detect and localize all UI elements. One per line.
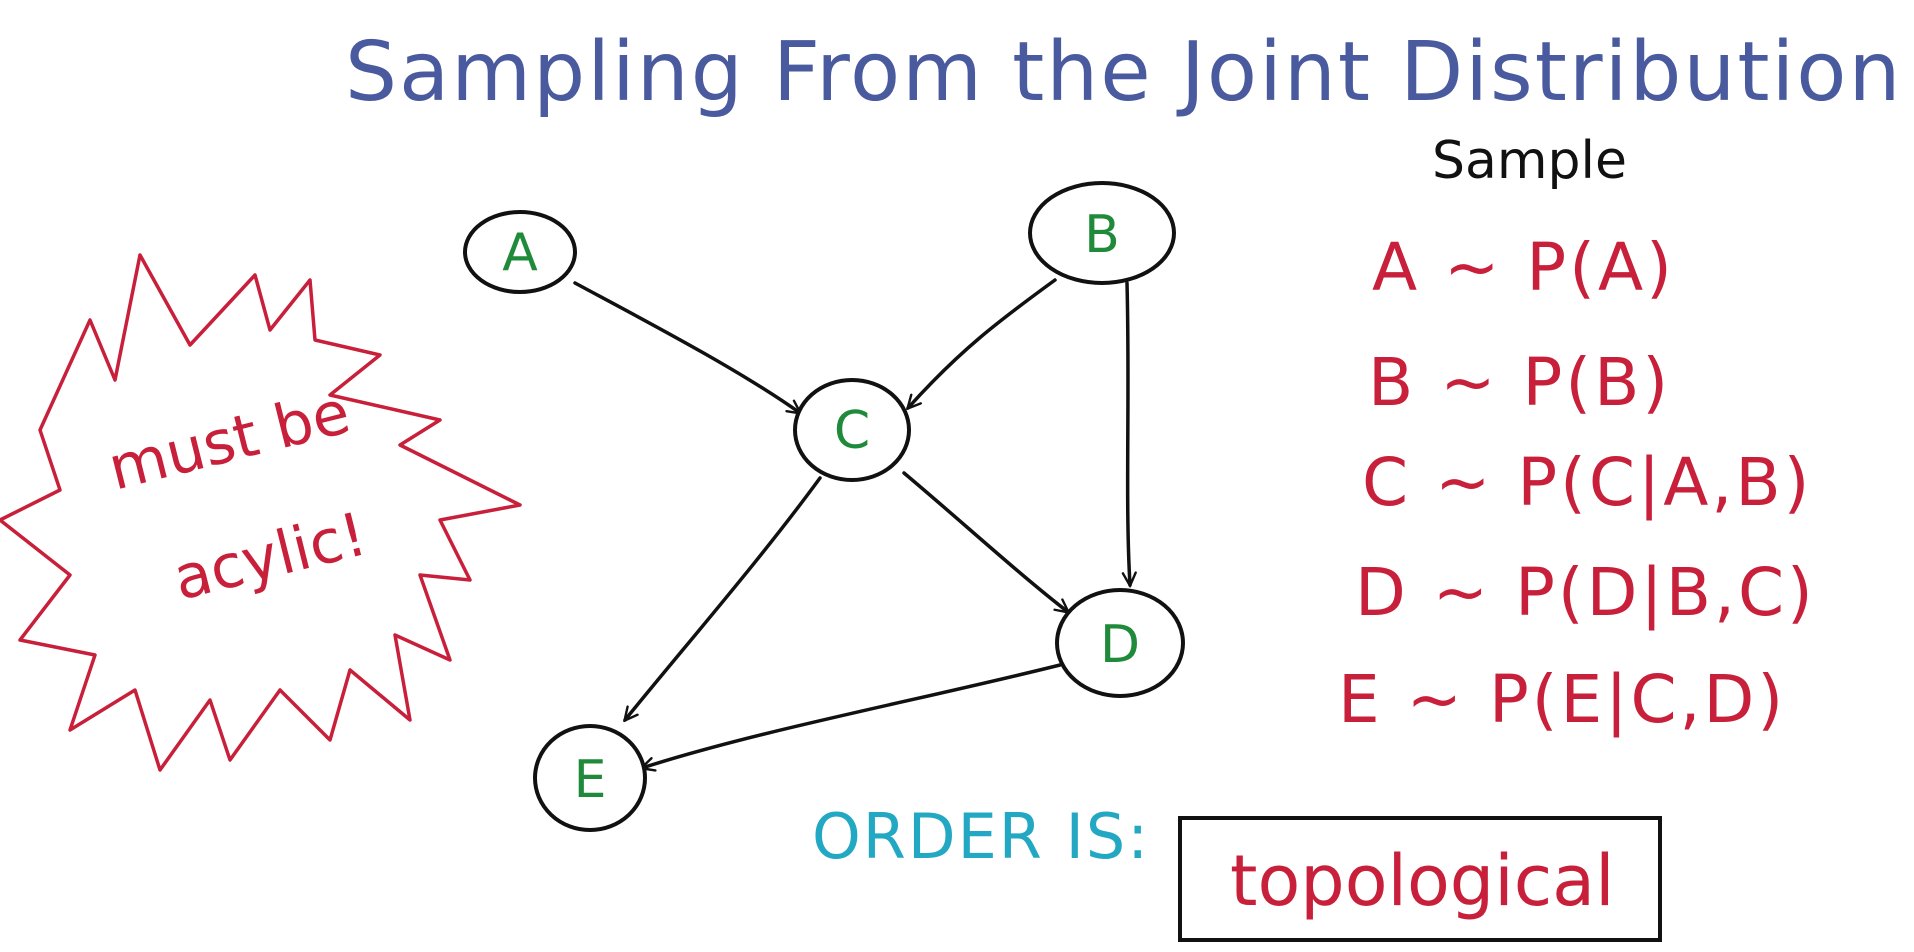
graph-edges [573, 278, 1130, 768]
edge-b-to-d [1127, 281, 1130, 585]
node-c-label: C [834, 401, 870, 461]
node-c: C [793, 378, 911, 482]
edge-a-to-c [573, 281, 800, 413]
node-e-label: E [574, 750, 607, 810]
sampling-step-b: B ~ P(B) [1368, 344, 1671, 421]
sample-heading: Sample [1432, 131, 1627, 191]
diagram-title: Sampling From the Joint Distribution [345, 25, 1902, 120]
node-b: B [1028, 181, 1176, 285]
node-b-label: B [1084, 205, 1120, 265]
order-value: topological [1230, 840, 1615, 922]
graph-nodes: A B C D E [463, 181, 1185, 832]
node-e: E [533, 724, 647, 832]
edge-d-to-e [642, 663, 1062, 768]
sampling-step-a: A ~ P(A) [1372, 229, 1675, 306]
order-label: ORDER IS: [812, 800, 1150, 873]
node-a-label: A [502, 223, 538, 283]
node-d: D [1055, 588, 1185, 698]
sampling-step-c: C ~ P(C|A,B) [1362, 444, 1812, 521]
acyclic-burst-shape [0, 253, 522, 772]
sampling-step-e: E ~ P(E|C,D) [1338, 661, 1786, 738]
node-a: A [463, 210, 577, 294]
order-answer-box [1178, 816, 1662, 942]
sampling-step-d: D ~ P(D|B,C) [1355, 554, 1816, 631]
edge-c-to-d [902, 471, 1068, 612]
node-d-label: D [1100, 615, 1140, 675]
edge-b-to-c [908, 278, 1057, 408]
edge-c-to-e [625, 476, 822, 720]
sampling-steps: A ~ P(A) B ~ P(B) C ~ P(C|A,B) D ~ P(D|B… [1338, 229, 1816, 738]
